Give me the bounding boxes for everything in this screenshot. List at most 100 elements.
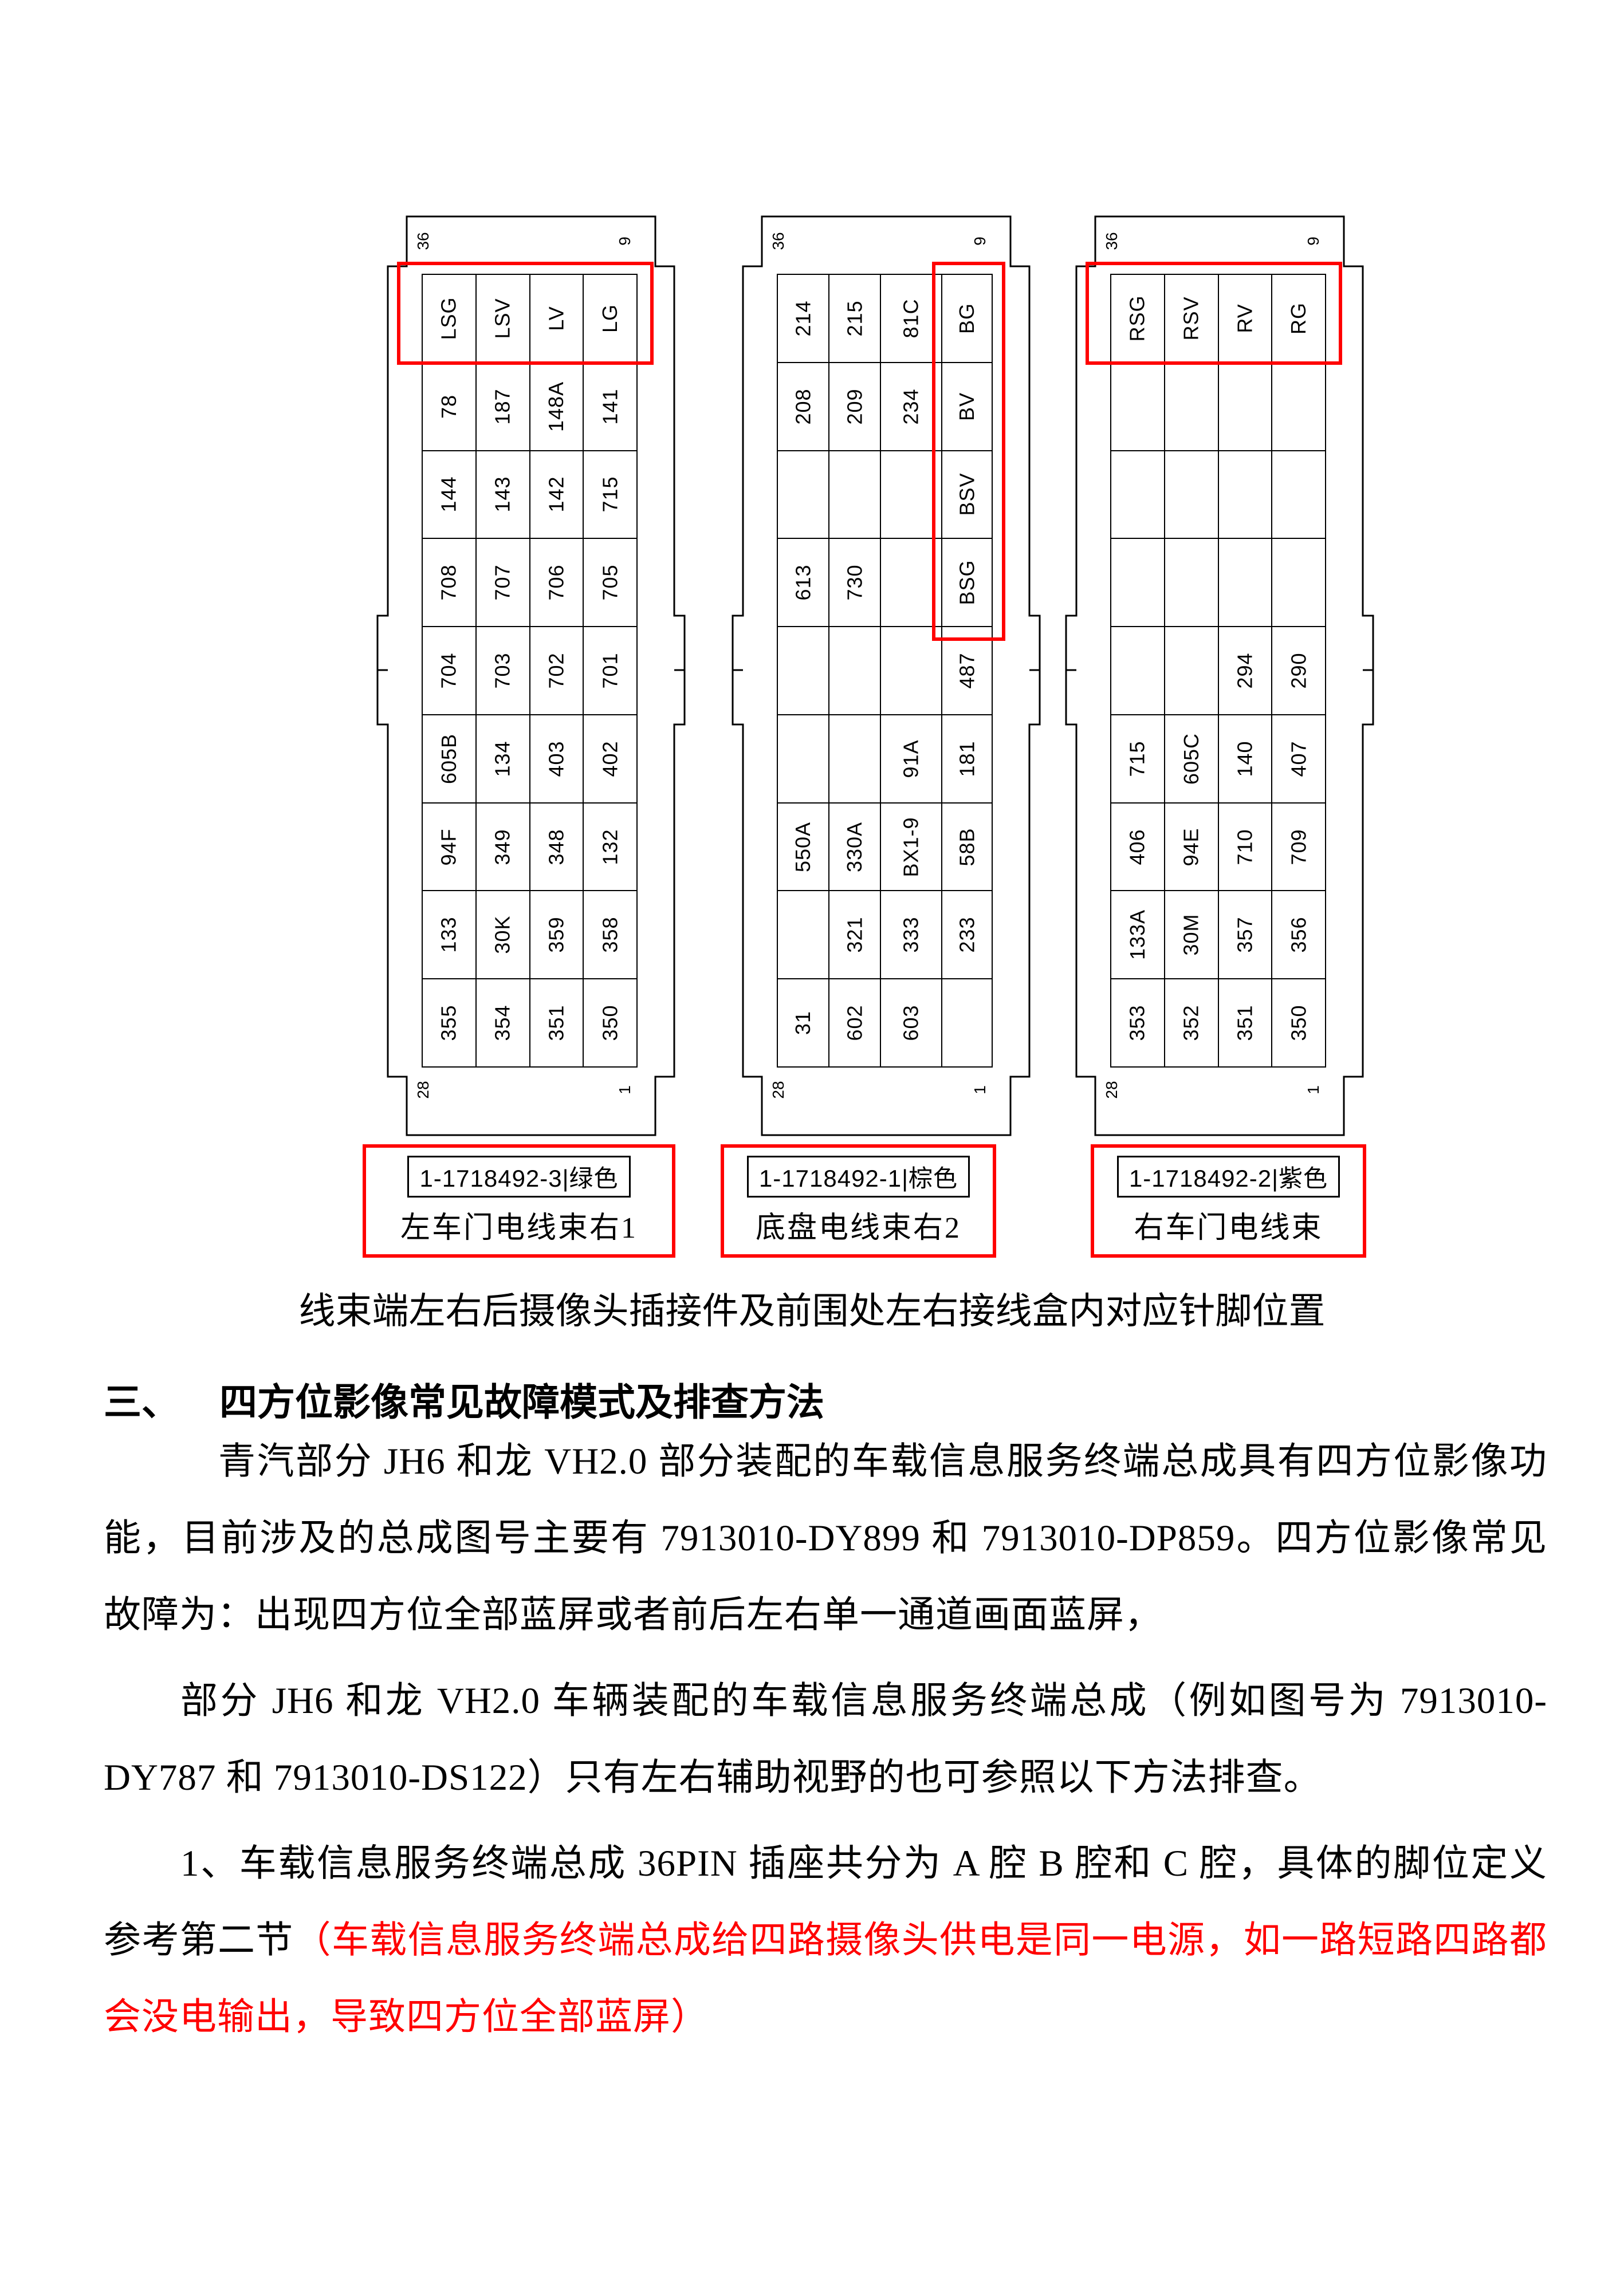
pin-cell [1165,539,1219,628]
pin-cell: 715 [584,451,638,539]
pin-cell: 349 [476,803,530,892]
pin-cell: BSV [942,451,993,539]
pin-cell [829,715,882,804]
pin-number-top-right: 9 [616,237,634,246]
pin-cell [881,451,943,539]
pin-cell [881,627,943,715]
part-number: 1-1718492-2|紫色 [1116,1156,1340,1198]
pin-number-bottom-right: 1 [616,1085,634,1094]
pin-cell: 134 [476,715,530,804]
body-text: 青汽部分 JH6 和龙 VH2.0 部分装配的车载信息服务终端总成具有四方位影像… [104,1423,1547,2065]
pin-cell: 91A [881,715,943,804]
pin-cell: 94E [1165,803,1219,892]
pin-cell: 613 [778,539,830,628]
pin-cell: 359 [530,891,584,980]
pin-cell: 350 [584,979,638,1068]
connector-label-right-door: 1-1718492-2|紫色 右车门电线束 [1091,1144,1366,1258]
pin-cell: 333 [881,891,943,980]
pin-cell: 294 [1218,627,1273,715]
pin-cell: 215 [829,275,882,363]
pin-cell: 702 [530,627,584,715]
pin-cell: 603 [881,979,943,1068]
connector-name: 底盘电线束右2 [755,1212,961,1245]
pin-number-bottom-right: 1 [1304,1085,1322,1094]
pin-cell [1272,451,1326,539]
connector-name: 右车门电线束 [1134,1212,1323,1245]
pin-cell: 30K [476,891,530,980]
pin-cell: 81C [881,275,943,363]
pin-cell: 703 [476,627,530,715]
section-number: 三、 [104,1382,179,1424]
pin-cell: 351 [1218,979,1273,1068]
pin-number-top-left: 36 [1103,232,1120,250]
paragraph-1: 青汽部分 JH6 和龙 VH2.0 部分装配的车载信息服务终端总成具有四方位影像… [104,1441,1547,1636]
pin-cell: 330A [829,803,882,892]
pin-cell: 602 [829,979,882,1068]
connector-name: 左车门电线束右1 [400,1212,638,1245]
pin-cell [1272,363,1326,451]
pin-cell: 402 [584,715,638,804]
pin-cell: 730 [829,539,882,628]
pin-cell: 709 [1272,803,1326,892]
pin-cell: 701 [584,627,638,715]
pin-cell: 352 [1165,979,1219,1068]
pin-cell: 31 [778,979,830,1068]
pin-cell: 704 [423,627,477,715]
pin-cell [829,627,882,715]
pin-cell: 143 [476,451,530,539]
pin-cell [1165,363,1219,451]
pin-cell: BG [942,275,993,363]
pin-cell: 406 [1111,803,1165,892]
pin-cell: 705 [584,539,638,628]
pin-cell: 94F [423,803,477,892]
pin-cell: 214 [778,275,830,363]
pin-number-bottom-right: 1 [971,1085,989,1094]
pin-cell: 148A [530,363,584,451]
pin-cell: 142 [530,451,584,539]
connector-label-left-door: 1-1718492-3|绿色 左车门电线束右1 [363,1144,675,1258]
pin-cell: 351 [530,979,584,1068]
pin-cell: BX1-9 [881,803,943,892]
pin-cell: 233 [942,891,993,980]
pin-cell [778,627,830,715]
pin-cell [1111,451,1165,539]
pin-cell: BV [942,363,993,451]
pin-cell: 209 [829,363,882,451]
pin-cell: 30M [1165,891,1219,980]
pin-cell: 353 [1111,979,1165,1068]
pin-number-top-right: 9 [1304,237,1322,246]
pin-cell [1165,451,1219,539]
pin-cell: 290 [1272,627,1326,715]
pin-cell [881,539,943,628]
pin-cell [1165,627,1219,715]
pin-cell: 354 [476,979,530,1068]
pin-cell: 133 [423,891,477,980]
pin-cell [778,891,830,980]
pin-cell: 356 [1272,891,1326,980]
paragraph-2: 部分 JH6 和龙 VH2.0 车辆装配的车载信息服务终端总成（例如图号为 79… [104,1680,1547,1798]
pin-cell: 144 [423,451,477,539]
pin-cell: 132 [584,803,638,892]
highlight-box-camera-pins [1086,262,1342,365]
pin-cell: 706 [530,539,584,628]
pin-cell: 234 [881,363,943,451]
pin-cell: 358 [584,891,638,980]
pin-cell: 133A [1111,891,1165,980]
pin-number-bottom-left: 28 [769,1081,787,1099]
pin-cell: 357 [1218,891,1273,980]
pin-number-top-right: 9 [971,237,989,246]
pin-cell [1218,539,1273,628]
pin-cell: 208 [778,363,830,451]
highlight-box-camera-pins [397,262,654,365]
pin-cell: 407 [1272,715,1326,804]
pin-number-bottom-left: 28 [414,1081,432,1099]
pin-cell: 708 [423,539,477,628]
pin-cell: 350 [1272,979,1326,1068]
section-heading: 三、四方位影像常见故障模式及排查方法 [104,1372,824,1427]
